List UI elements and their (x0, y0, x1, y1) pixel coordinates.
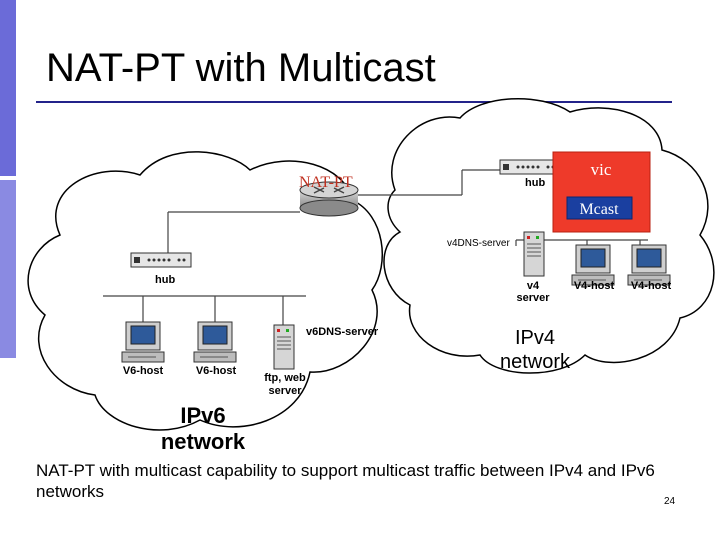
v4-host-1-label: V4-host (574, 280, 615, 292)
title-underline (36, 101, 672, 103)
ftp-web-server-label-line1: ftp, web (264, 372, 306, 384)
v4-server-label-line2: server (516, 292, 550, 304)
left-accent-bar (0, 0, 16, 176)
ipv4-network-label-line1: IPv4 (515, 327, 555, 349)
v6-host-1-label: V6-host (123, 365, 164, 377)
v6dns-ftp-server-icon (273, 324, 295, 370)
vic-label: vic (591, 160, 612, 179)
slide-caption: NAT-PT with multicast capability to supp… (36, 461, 655, 501)
ipv4-hub-label: hub (525, 177, 545, 189)
nat-pt-router-icon (299, 181, 359, 217)
page-number: 24 (664, 496, 676, 507)
v6-host-2-icon (193, 321, 237, 363)
ipv6-hub-label: hub (155, 274, 175, 286)
v4-server-label-line1: v4 (527, 280, 540, 292)
ipv4-network-label-line2: network (500, 351, 571, 373)
nat-pt-label: NAT-PT (299, 174, 353, 191)
ipv6-hub-icon (130, 252, 192, 268)
ipv6-network-label-line2: network (161, 429, 246, 454)
v4dns-server-label: v4DNS-server (447, 238, 510, 249)
mcast-label: Mcast (579, 201, 619, 218)
v4-host-2-icon (627, 244, 671, 286)
slide-title: NAT-PT with Multicast (46, 46, 436, 90)
v4dns-server-icon (523, 231, 545, 277)
v6-host-1-icon (121, 321, 165, 363)
v6-host-2-label: V6-host (196, 365, 237, 377)
ftp-web-server-label-line2: server (268, 385, 302, 397)
v6dns-server-label: v6DNS-server (306, 326, 379, 338)
mcast-box (566, 196, 633, 220)
v4-host-1-icon (571, 244, 615, 286)
ipv6-network-label-line1: IPv6 (180, 403, 225, 428)
left-accent-bar-lower (0, 180, 16, 358)
v4-host-2-label: V4-host (631, 280, 672, 292)
ipv4-hub-icon (499, 159, 561, 175)
